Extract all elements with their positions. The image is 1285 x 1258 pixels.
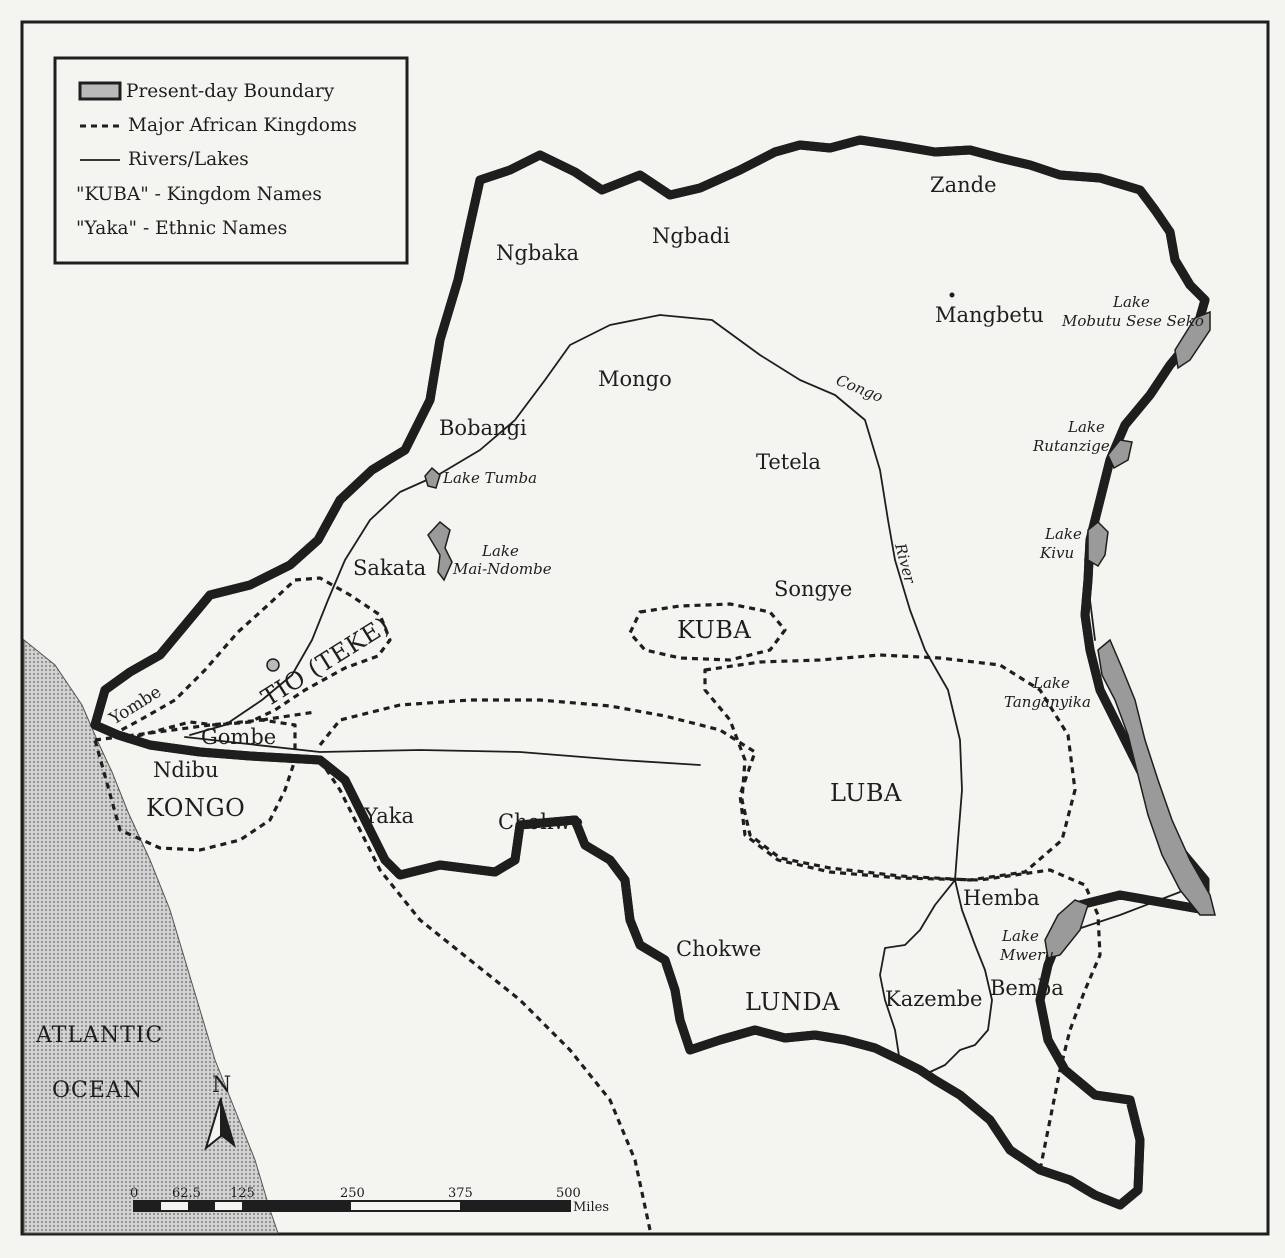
label-lake-mweru-1: Lake xyxy=(1001,927,1039,945)
north-arrow: N xyxy=(204,1073,236,1151)
legend: Present-day Boundary Major African Kingd… xyxy=(53,56,409,265)
label-bobangi: Bobangi xyxy=(439,416,527,440)
legend-label-kingdom-names: "KUBA" - Kingdom Names xyxy=(76,184,322,205)
kuba-boundary xyxy=(628,602,787,662)
lualaba-tributary xyxy=(879,879,956,1063)
legend-label-ethnic-names: "Yaka" - Ethnic Names xyxy=(76,218,287,239)
lake-kivu-shape xyxy=(1087,520,1109,568)
label-zande: Zande xyxy=(930,173,997,197)
label-mongo: Mongo xyxy=(598,367,672,391)
label-lake-kivu-1: Lake xyxy=(1044,525,1082,543)
west-river xyxy=(184,736,701,766)
kongo-boundary xyxy=(93,718,297,852)
label-lake-mobutu-1: Lake xyxy=(1112,293,1150,311)
label-lake-rutanzige-2: Rutanzige xyxy=(1032,437,1110,455)
lakes xyxy=(424,310,1216,959)
congo-river xyxy=(189,314,963,881)
label-lunda: LUNDA xyxy=(745,988,840,1016)
label-chokwe-south: Chokwe xyxy=(676,937,761,961)
label-mangbetu: Mangbetu xyxy=(935,303,1044,327)
luapula-river xyxy=(929,879,993,1073)
label-lake-rutanzige-1: Lake xyxy=(1067,418,1105,436)
lake-tumba-shape xyxy=(424,466,441,489)
legend-label-boundary: Present-day Boundary xyxy=(126,81,335,102)
label-songye: Songye xyxy=(774,577,852,601)
scale-unit: Miles xyxy=(573,1200,609,1215)
label-luba: LUBA xyxy=(830,779,902,807)
label-chokwe-north: Chokwe xyxy=(498,810,583,834)
label-gombe: Gombe xyxy=(201,725,276,749)
label-ngbaka: Ngbaka xyxy=(496,241,579,265)
lunda-west-branch xyxy=(318,759,652,1231)
label-kongo: KONGO xyxy=(146,794,245,822)
legend-label-kingdoms: Major African Kingdoms xyxy=(128,115,357,136)
scale-tick-0: 0 xyxy=(130,1186,138,1201)
label-lake-tanganyika-2: Tanganyika xyxy=(1004,693,1091,711)
label-lake-kivu-2: Kivu xyxy=(1039,544,1074,562)
kinshasa-marker xyxy=(266,658,280,672)
label-bemba: Bemba xyxy=(990,976,1064,1000)
kingdom-boundaries xyxy=(93,576,1102,1231)
mangbetu-marker xyxy=(949,292,955,298)
label-lake-mai-ndombe-1: Lake xyxy=(481,542,519,560)
settlement-markers xyxy=(266,292,955,672)
label-lake-mweru-2: Mweru xyxy=(999,946,1054,964)
label-tetela: Tetela xyxy=(756,450,821,474)
scale-tick-4: 375 xyxy=(448,1186,473,1201)
map-frame xyxy=(20,20,1270,1236)
lake-labels: Lake Mobutu Sese Seko Lake Rutanzige Lak… xyxy=(442,293,1204,964)
scale-tick-1: 62.5 xyxy=(172,1186,201,1201)
kivu-outflow xyxy=(1084,539,1096,641)
label-yaka: Yaka xyxy=(363,804,414,828)
lake-tanganyika-shape xyxy=(1097,638,1216,916)
label-kuba: KUBA xyxy=(677,616,751,644)
scale-tick-3: 250 xyxy=(340,1186,365,1201)
legend-label-rivers: Rivers/Lakes xyxy=(128,149,249,170)
tio-boundary xyxy=(110,576,392,740)
label-kazembe: Kazembe xyxy=(885,987,982,1011)
lake-mai-ndombe-shape xyxy=(427,520,453,582)
lake-mweru-shape xyxy=(1044,899,1089,959)
scale-tick-2: 125 xyxy=(230,1186,255,1201)
lunda-boundary xyxy=(318,698,1102,1171)
legend-boundary-swatch xyxy=(78,81,122,101)
label-ngbadi: Ngbadi xyxy=(652,224,730,248)
label-ndibu: Ndibu xyxy=(153,758,219,782)
label-ocean: OCEAN xyxy=(52,1078,143,1103)
luba-boundary xyxy=(703,653,1077,882)
label-lake-mai-ndombe-2: Mai-Ndombe xyxy=(452,560,552,578)
compass-label: N xyxy=(212,1073,231,1098)
scale-bar: 0 62.5 125 250 375 500 Miles xyxy=(130,1186,609,1215)
label-lake-mobutu-2: Mobutu Sese Seko xyxy=(1061,312,1204,330)
label-lake-tanganyika-1: Lake xyxy=(1032,674,1070,692)
label-atlantic: ATLANTIC xyxy=(35,1023,163,1048)
ocean-label: ATLANTIC OCEAN xyxy=(35,1023,163,1103)
lake-rutanzige-shape xyxy=(1107,439,1133,470)
lake-mobutu-shape xyxy=(1174,310,1211,370)
label-lake-tumba: Lake Tumba xyxy=(442,469,537,487)
label-sakata: Sakata xyxy=(353,556,426,580)
atlantic-ocean xyxy=(23,638,279,1234)
scale-tick-5: 500 xyxy=(556,1186,581,1201)
kongo-south-edge xyxy=(261,710,316,722)
north-arrow-icon xyxy=(221,1098,236,1148)
label-hemba: Hemba xyxy=(963,886,1040,910)
